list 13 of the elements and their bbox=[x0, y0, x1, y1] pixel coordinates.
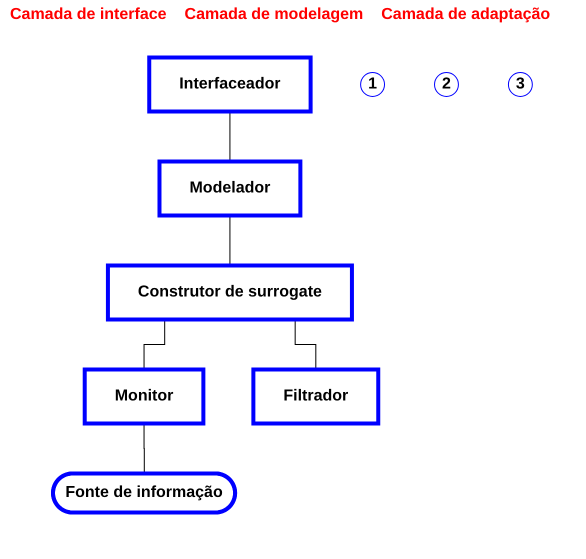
node-circle: 2 bbox=[434, 72, 460, 97]
layer-label: Camada de modelagem bbox=[184, 6, 364, 24]
connector bbox=[230, 215, 231, 266]
connector bbox=[230, 111, 231, 162]
layer-label: Camada de adaptação bbox=[381, 6, 550, 24]
node-box: Filtrador bbox=[252, 368, 381, 426]
node-box: Monitor bbox=[83, 368, 206, 426]
node-box: Construtor de surrogate bbox=[106, 264, 354, 322]
node-box: Modelador bbox=[158, 160, 303, 218]
node-box: Interfaceador bbox=[148, 56, 313, 114]
node-circle: 3 bbox=[508, 72, 534, 97]
node-circle: 1 bbox=[360, 72, 386, 97]
layer-label: Camada de interface bbox=[10, 6, 167, 24]
